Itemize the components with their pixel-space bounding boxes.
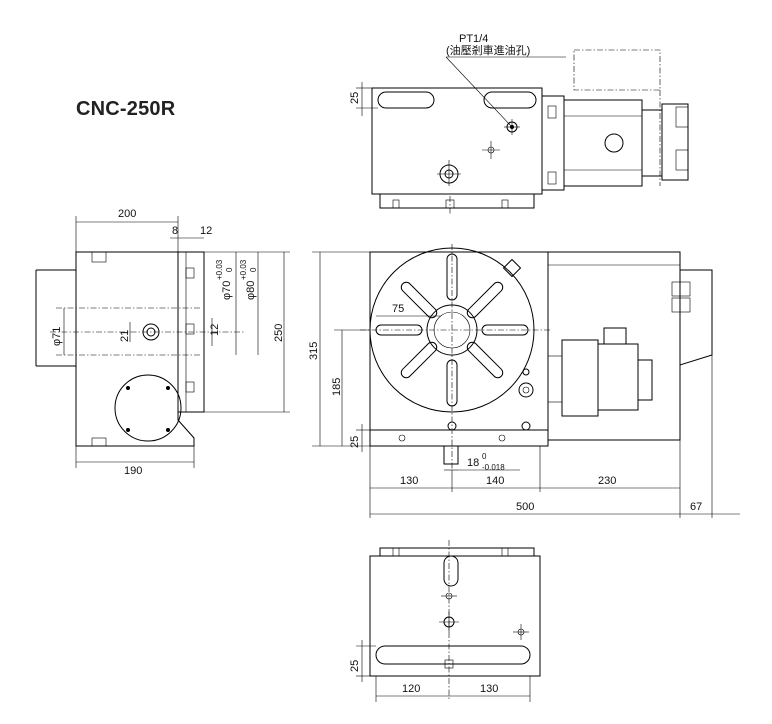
top-motor	[563, 99, 643, 187]
dim-front-25: 25	[349, 436, 361, 448]
dim-phi70: φ70	[221, 281, 233, 300]
bottom-view: 25 120 130	[349, 540, 541, 702]
dim-total-500: 500	[516, 501, 534, 513]
dim-side-8: 8	[172, 225, 178, 237]
dim-slot-lower: -0.018	[482, 463, 505, 472]
dim-motor-67: 67	[690, 501, 702, 513]
dim-front-230: 230	[598, 475, 616, 487]
front-motor-housing	[547, 251, 681, 441]
top-view: PT1/4 (油壓剎車進油孔) 25	[349, 33, 689, 214]
dim-phi70-upper: +0.03	[215, 259, 224, 280]
dim-front-185: 185	[331, 378, 343, 396]
dim-phi71: φ71	[51, 327, 63, 346]
dim-slot-upper: 0	[482, 452, 487, 461]
dim-phi80-lower: 0	[249, 267, 258, 272]
dim-top-25: 25	[349, 92, 361, 104]
dim-side-12: 12	[200, 225, 212, 237]
t-slots	[375, 253, 529, 407]
note-thread: PT1/4	[459, 33, 488, 45]
dim-front-315: 315	[308, 342, 320, 360]
dim-side-21: 21	[119, 330, 131, 342]
dim-side-250: 250	[273, 324, 285, 342]
side-boss	[142, 323, 160, 341]
bottom-body	[369, 555, 541, 677]
side-view: 200 8 12 250 φ70 +0.03 0 φ80 +0.03 0 12 …	[35, 208, 290, 477]
top-base	[379, 193, 535, 209]
front-body	[369, 251, 549, 431]
dim-bottom-25: 25	[349, 660, 361, 672]
top-slot-left	[377, 91, 435, 109]
dim-bottom-120: 120	[402, 683, 420, 695]
front-view: 75 315 185 25 18 0 -0.018 130 140 230	[308, 244, 740, 518]
top-slot-right	[483, 91, 537, 109]
dim-bottom-130: 130	[480, 683, 498, 695]
dim-phi70-lower: 0	[225, 267, 234, 272]
dim-phi80: φ80	[245, 281, 257, 300]
dim-front-75: 75	[392, 303, 404, 315]
dim-phi80-upper: +0.03	[239, 259, 248, 280]
dim-front-140: 140	[486, 475, 504, 487]
model-title: CNC-250R	[76, 98, 176, 120]
note-description: (油壓剎車進油孔)	[446, 43, 530, 57]
side-body	[75, 251, 195, 447]
dim-side-190: 190	[124, 465, 142, 477]
dim-slot-18: 18	[467, 457, 479, 469]
dim-front-130: 130	[400, 475, 418, 487]
dim-side-12b: 12	[209, 324, 221, 336]
front-motor	[561, 339, 599, 417]
side-motor-flange	[114, 374, 182, 442]
dim-side-200: 200	[118, 208, 136, 220]
